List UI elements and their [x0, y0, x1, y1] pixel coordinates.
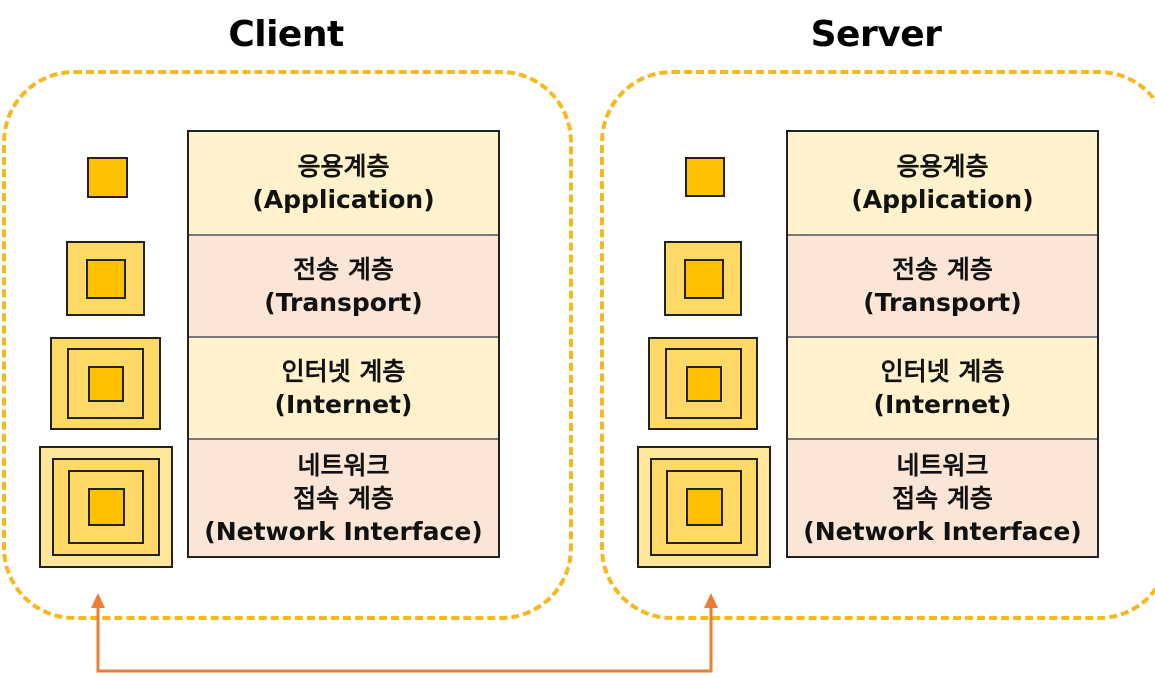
server-network-packet-icon [637, 446, 771, 568]
packet-wrap-icon [68, 470, 144, 544]
network-layer-label-line2: 접속 계층 [293, 483, 394, 513]
client-protocol-stack: 응용계층 (Application) 전송 계층 (Transport) 인터넷… [187, 130, 500, 558]
client-title: Client [228, 14, 344, 55]
internet-layer-english: (Internet) [873, 390, 1012, 419]
server-arrowhead-icon [704, 593, 718, 608]
network-layer-english: (Network Interface) [204, 516, 483, 546]
server-internet-packet-icon [648, 337, 758, 430]
transport-layer-english: (Transport) [863, 288, 1022, 317]
server-internet-layer: 인터넷 계층 (Internet) [788, 336, 1097, 438]
server-application-layer: 응용계층 (Application) [788, 132, 1097, 234]
packet-outer-wrap-icon [52, 458, 160, 556]
client-application-layer: 응용계층 (Application) [189, 132, 498, 234]
application-layer-label: 응용계층 [896, 152, 989, 181]
packet-wrap-icon [666, 470, 742, 544]
network-layer-label-line1: 네트워크 [896, 450, 989, 480]
packet-outer-wrap-icon [650, 458, 758, 556]
packet-core-icon [686, 366, 722, 402]
transport-layer-label: 전송 계층 [293, 255, 394, 284]
client-host-boundary [2, 70, 573, 620]
packet-core-icon [684, 259, 724, 299]
packet-core-icon [686, 488, 723, 526]
packet-core-icon [86, 259, 126, 299]
server-host-boundary [600, 70, 1155, 620]
internet-layer-english: (Internet) [274, 390, 413, 419]
client-network-interface-layer: 네트워크 접속 계층 (Network Interface) [189, 438, 498, 556]
packet-core-icon [88, 488, 125, 526]
internet-layer-label: 인터넷 계층 [880, 357, 1005, 386]
server-title: Server [810, 14, 942, 55]
server-protocol-stack: 응용계층 (Application) 전송 계층 (Transport) 인터넷… [786, 130, 1099, 558]
server-transport-layer: 전송 계층 (Transport) [788, 234, 1097, 336]
client-transport-packet-icon [66, 241, 145, 316]
packet-wrap-icon [665, 348, 742, 419]
client-network-packet-icon [39, 446, 173, 568]
application-layer-english: (Application) [851, 185, 1034, 214]
server-network-interface-layer: 네트워크 접속 계층 (Network Interface) [788, 438, 1097, 556]
application-layer-label: 응용계층 [297, 152, 390, 181]
packet-core-icon [88, 366, 124, 402]
internet-layer-label: 인터넷 계층 [281, 357, 406, 386]
server-transport-packet-icon [664, 241, 742, 316]
client-internet-packet-icon [50, 337, 161, 430]
client-transport-layer: 전송 계층 (Transport) [189, 234, 498, 336]
server-application-packet-icon [685, 157, 725, 197]
transport-layer-english: (Transport) [264, 288, 423, 317]
network-layer-label-line2: 접속 계층 [892, 483, 993, 513]
client-application-packet-icon [87, 157, 128, 198]
transport-layer-label: 전송 계층 [892, 255, 993, 284]
network-layer-label-line1: 네트워크 [297, 450, 390, 480]
packet-wrap-icon [67, 348, 144, 419]
client-internet-layer: 인터넷 계층 (Internet) [189, 336, 498, 438]
network-layer-english: (Network Interface) [803, 516, 1082, 546]
application-layer-english: (Application) [252, 185, 435, 214]
client-arrowhead-icon [91, 593, 105, 608]
